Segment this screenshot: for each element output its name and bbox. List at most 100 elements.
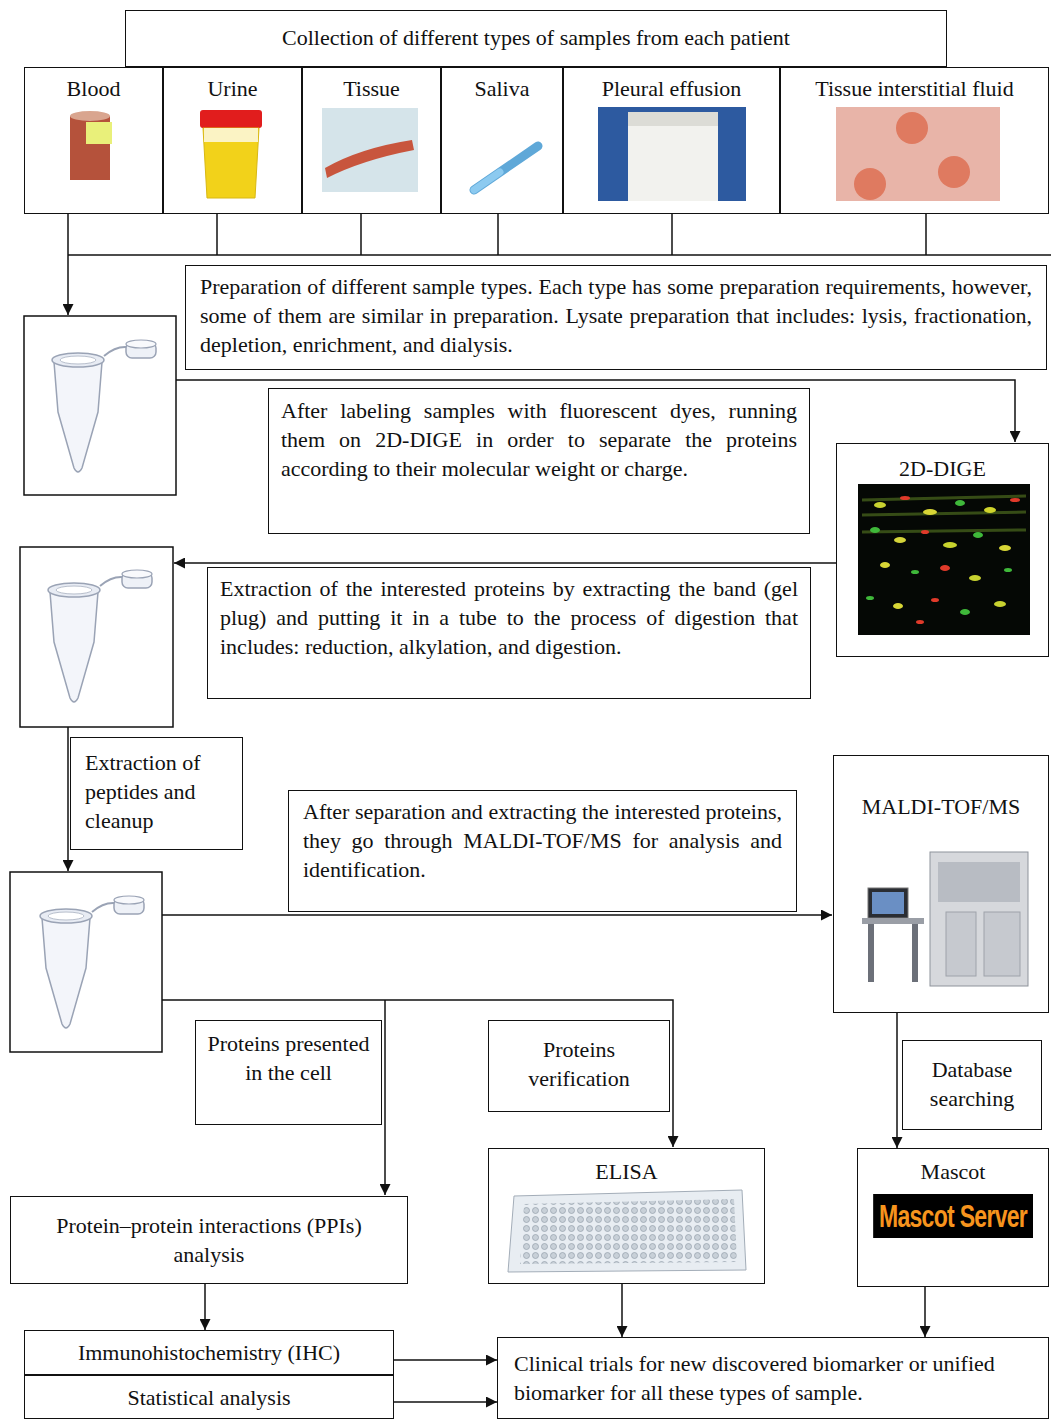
node-label: Extraction of peptides and cleanup (85, 748, 228, 835)
connector-arrow (896, 1013, 898, 1148)
tube-box (24, 316, 176, 495)
gel-spot (900, 496, 910, 500)
node-label: Tissue interstitial fluid (785, 74, 1044, 103)
gel-spot (880, 562, 890, 568)
image-box: MascotMascot Server (857, 1148, 1049, 1287)
node-label: Collection of different types of samples… (136, 23, 936, 52)
connector-line (671, 213, 673, 255)
connector-line (925, 213, 927, 255)
gel-spot (969, 575, 981, 581)
connector-arrow (67, 213, 69, 315)
step-box: Proteins verification (488, 1020, 670, 1112)
connector-arrow (204, 1284, 206, 1330)
saliva-tube (474, 146, 538, 190)
saliva-liquid (474, 172, 500, 190)
node-label: Protein–protein interactions (PPIs) anal… (21, 1211, 397, 1269)
step-box: Extraction of peptides and cleanup (70, 737, 243, 850)
connector-arrow (162, 1000, 673, 1147)
sample-box: Tissue interstitial fluid (780, 67, 1049, 214)
instrument-panel (938, 862, 1020, 902)
connector-arrow (924, 1287, 926, 1337)
process-box: Protein–protein interactions (PPIs) anal… (10, 1196, 408, 1284)
process-box: Statistical analysis (24, 1375, 394, 1419)
fluid-droplet (938, 156, 970, 188)
node-label: Pleural effusion (568, 74, 775, 103)
connector-arrow (621, 1284, 623, 1337)
node-label: Extraction of the interested proteins by… (220, 574, 798, 661)
elisa-plate (508, 1190, 746, 1272)
gel-spot (931, 598, 939, 602)
tissue-dish (322, 108, 418, 192)
pleural-background (598, 107, 746, 201)
gel-spot (911, 570, 919, 574)
gel-spot (894, 537, 906, 543)
connector-line (360, 213, 362, 255)
gel-spot (1010, 498, 1020, 502)
gel-spot (916, 620, 924, 624)
sample-box: Tissue (302, 67, 441, 214)
node-label: Urine (168, 74, 297, 103)
urine-cap (200, 110, 262, 128)
node-label: Mascot (864, 1157, 1042, 1186)
gel-spot (923, 509, 937, 515)
process-box: Preparation of different sample types. E… (185, 265, 1047, 370)
node-label: Statistical analysis (31, 1383, 387, 1412)
gel-spot (943, 542, 957, 548)
microtube-icon (52, 340, 156, 472)
gel-spot (955, 500, 965, 506)
logo-text: Mascot Server (873, 1194, 1033, 1238)
node-label: Blood (29, 74, 158, 103)
blood-label (86, 122, 112, 144)
gel-image (858, 484, 1030, 635)
gel-spot (940, 565, 950, 571)
image-box: 2D-DIGE (836, 443, 1049, 657)
image-box: MALDI-TOF/MS (833, 755, 1049, 1013)
process-box: After labeling samples with fluorescent … (268, 388, 810, 534)
gel-spot (874, 502, 886, 508)
header-box: Collection of different types of samples… (125, 10, 947, 67)
node-label: MALDI-TOF/MS (840, 792, 1042, 821)
process-box: Extraction of the interested proteins by… (207, 567, 811, 699)
tissue-strip (325, 140, 414, 178)
node-label: After labeling samples with fluorescent … (281, 396, 797, 483)
desk (862, 918, 924, 924)
urine-cup (203, 128, 259, 198)
connector-arrow (384, 1000, 386, 1195)
pleural-bottle (628, 112, 718, 201)
connector-arrow (174, 562, 836, 564)
tube-box (20, 547, 173, 727)
result-box: Clinical trials for new discovered bioma… (497, 1337, 1049, 1419)
blood-tube-top (70, 111, 110, 121)
gel-spot (921, 530, 929, 534)
connector-line (68, 254, 1051, 256)
gel-spot (870, 527, 880, 533)
connector-line (216, 213, 218, 255)
connector-line (497, 213, 499, 255)
elisa-wells (520, 1199, 737, 1264)
node-label: Proteins presented in the cell (204, 1029, 373, 1087)
monitor-screen (872, 892, 904, 914)
connector-arrow (394, 1401, 497, 1403)
sample-box: Urine (163, 67, 302, 214)
step-box: Database searching (902, 1040, 1042, 1130)
desk-leg (868, 924, 874, 982)
gel-spot (973, 532, 983, 538)
gel-spot (994, 601, 1006, 607)
image-box: ELISA (488, 1148, 765, 1284)
gel-band (862, 496, 1026, 532)
node-label: Clinical trials for new discovered bioma… (514, 1349, 1032, 1407)
instrument-door (946, 912, 976, 976)
process-box: Immunohistochemistry (IHC) (24, 1330, 394, 1375)
node-label: Proteins verification (497, 1035, 661, 1093)
gel-spot (984, 507, 996, 513)
connector-arrow (67, 727, 69, 871)
instrument-body (930, 852, 1028, 986)
node-label: 2D-DIGE (843, 454, 1042, 483)
monitor (868, 888, 908, 918)
microtube-icon (48, 570, 152, 702)
microtube-icon (40, 896, 144, 1028)
urine-cup-top (204, 128, 258, 142)
skin-background (836, 107, 1000, 201)
sample-box: Blood (24, 67, 163, 214)
fluid-droplet (854, 168, 886, 200)
